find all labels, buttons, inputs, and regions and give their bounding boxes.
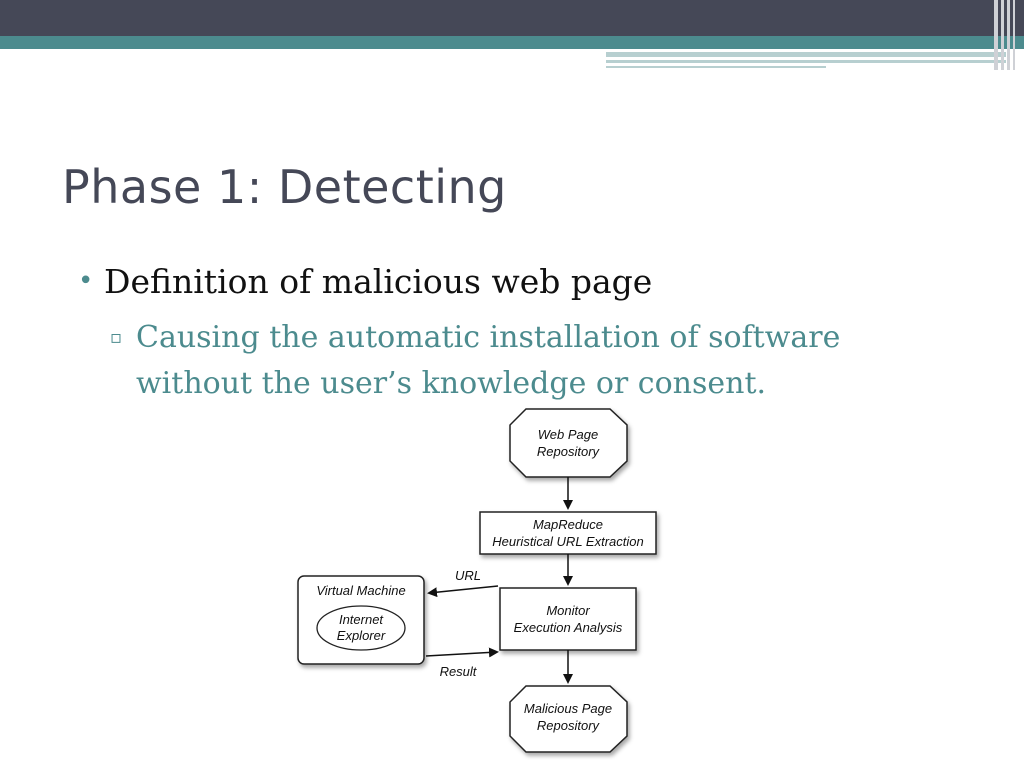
decor-stripe — [1001, 0, 1004, 70]
decor-stripe — [994, 0, 998, 70]
web-repo-label-1: Web Page — [538, 427, 598, 442]
web-page-repository-node: Web Page Repository — [509, 408, 628, 478]
monitor-label-2: Execution Analysis — [514, 620, 623, 635]
mapreduce-label-2: Heuristical URL Extraction — [492, 534, 643, 549]
ie-label-1: Internet — [339, 612, 384, 627]
result-label: Result — [440, 664, 478, 679]
flow-diagram: Web Page Repository MapReduce Heuristica… — [297, 408, 657, 753]
bullet-main-text: Definition of malicious web page — [104, 262, 653, 301]
bullet-dot-icon: • — [78, 266, 94, 296]
decor-line-3 — [606, 66, 826, 68]
bullet-square-icon: ▫ — [110, 327, 123, 348]
url-label: URL — [455, 568, 481, 583]
monitor-node: Monitor Execution Analysis — [499, 587, 637, 651]
arrow-result — [425, 647, 499, 658]
monitor-label-1: Monitor — [546, 603, 590, 618]
mapreduce-label-1: MapReduce — [533, 517, 603, 532]
malicious-label-2: Repository — [537, 718, 601, 733]
ie-label-2: Explorer — [337, 628, 386, 643]
virtual-machine-node: Virtual Machine Internet Explorer — [297, 575, 425, 665]
decor-stripe — [1007, 0, 1010, 70]
internet-explorer-ellipse — [316, 605, 406, 651]
mapreduce-node: MapReduce Heuristical URL Extraction — [479, 511, 657, 555]
header-bar — [0, 0, 1024, 36]
decor-stripe — [1013, 0, 1015, 70]
malicious-page-repository-node: Malicious Page Repository — [509, 685, 628, 753]
bullet-sub-text: Causing the automatic installation of so… — [136, 320, 841, 401]
web-repo-label-2: Repository — [537, 444, 601, 459]
arrow-url — [427, 585, 499, 598]
accent-bar — [0, 36, 1024, 49]
slide-title: Phase 1: Detecting — [62, 160, 507, 214]
decor-line-1 — [606, 52, 1006, 57]
vm-title: Virtual Machine — [316, 583, 405, 598]
decor-line-2 — [606, 60, 1006, 63]
malicious-label-1: Malicious Page — [524, 701, 612, 716]
